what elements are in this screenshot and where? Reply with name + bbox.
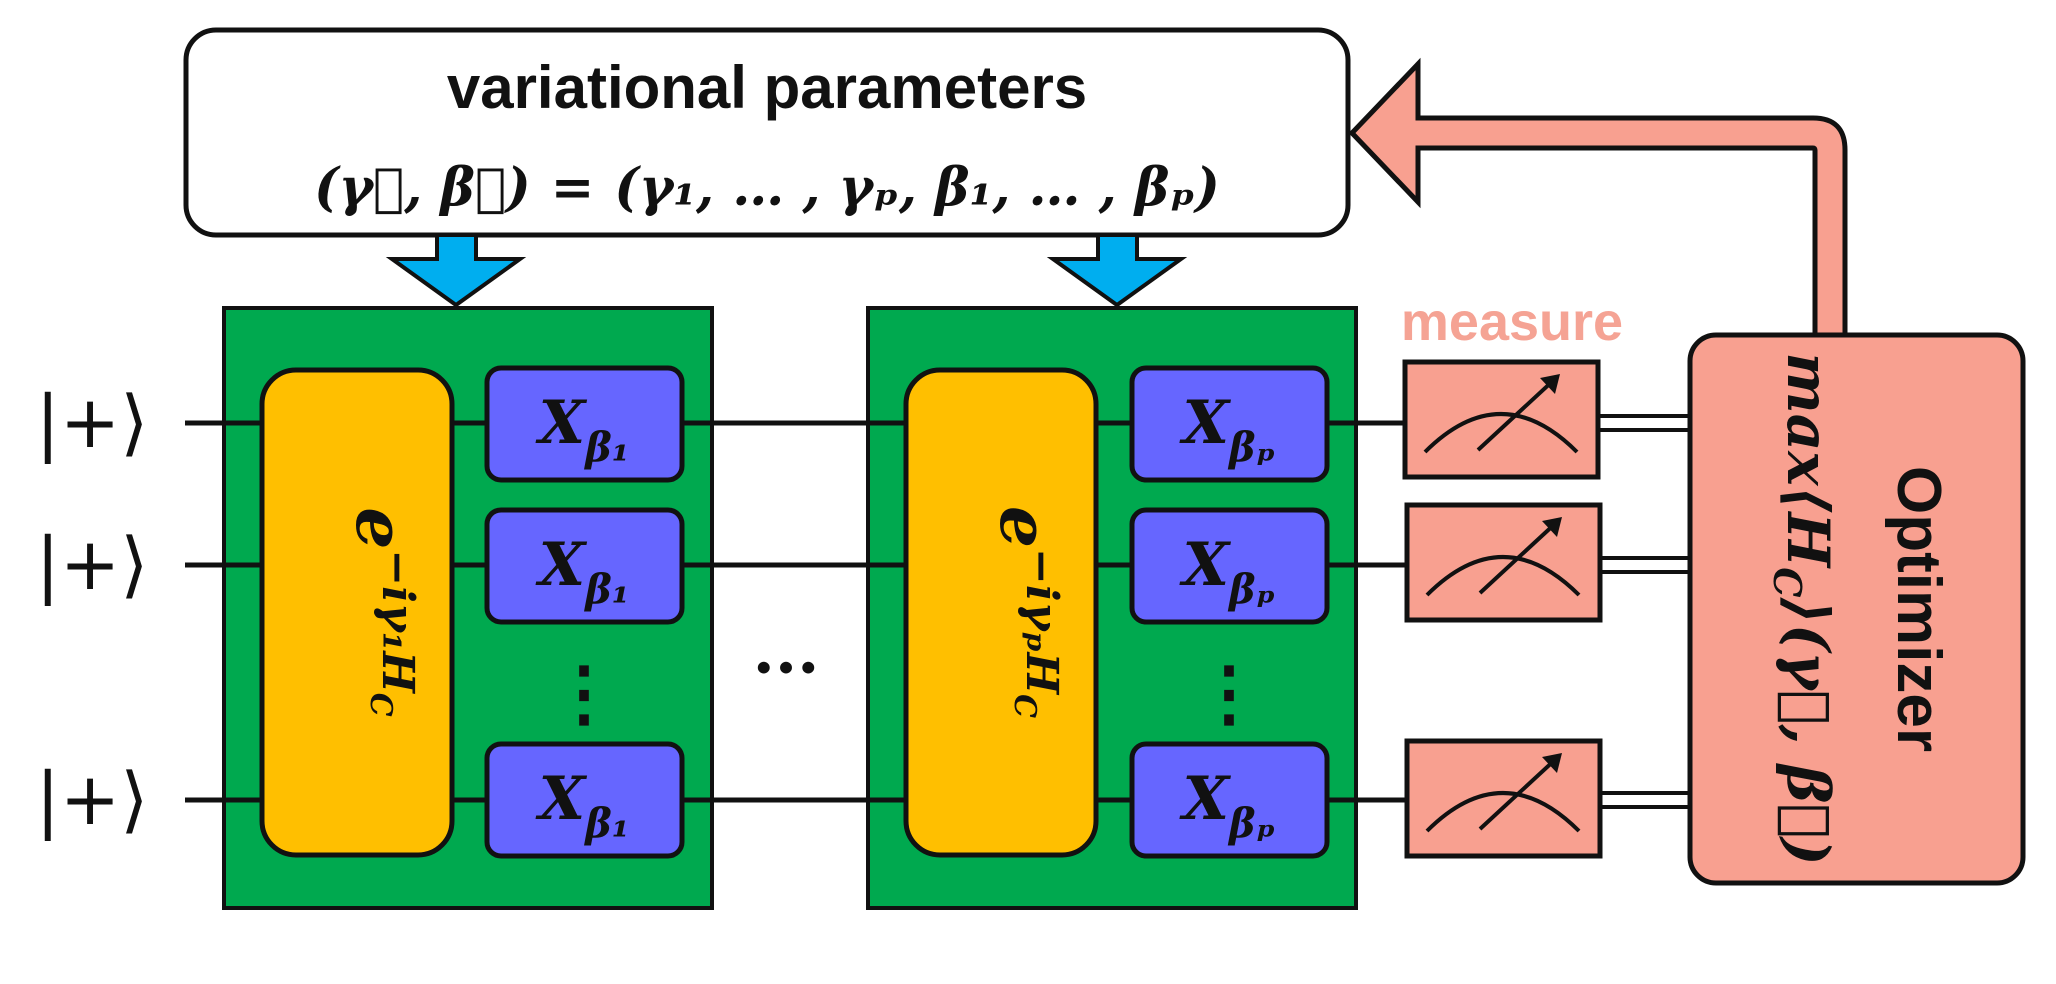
qubit-label-3: |+⟩	[36, 757, 149, 842]
mixer-1-vdots: ⋮	[548, 650, 620, 735]
measure-label: measure	[1401, 292, 1623, 352]
measure-gate-2	[1404, 502, 1603, 623]
between-layers-dots: ···	[753, 631, 820, 706]
parameters-title: variational parameters	[447, 54, 1087, 121]
param-arrow-layerp	[1046, 233, 1188, 308]
mixer-p-vdots: ⋮	[1193, 650, 1265, 735]
phase-separator-p	[903, 367, 1099, 858]
phase-separator-1-label: e−iγ₁HC	[341, 507, 423, 716]
optimizer-title: Optimizer	[1884, 466, 1953, 752]
phase-separator-1	[259, 367, 455, 858]
param-arrow-layer1	[385, 233, 527, 308]
qubit-label-2: |+⟩	[36, 522, 149, 607]
optimizer-box	[1687, 332, 2026, 886]
layer-p: e−iγₚHC Xβₚ Xβₚ ⋮ Xβₚ	[866, 306, 1358, 910]
mixer-1-q1-label: Xβ₁	[535, 388, 630, 471]
feedback-arrow-body	[1348, 57, 1848, 345]
qubit-label-1: |+⟩	[36, 380, 149, 465]
parameters-formula: (γ⃗, β⃗) = (γ₁, … , γₚ, β₁, … , βₚ)	[314, 157, 1220, 218]
mixer-1-q2-label: Xβ₁	[535, 530, 630, 613]
mixer-p-q3-label: Xβₚ	[1178, 764, 1275, 847]
mixer-1-q2	[484, 507, 685, 625]
mixer-1-q3	[484, 741, 685, 859]
classical-wires	[1598, 414, 1690, 809]
layer-1: e−iγ₁HC Xβ₁ Xβ₁ ⋮ Xβ₁	[222, 306, 714, 910]
parameters-box	[183, 27, 1351, 238]
phase-separator-p-label: e−iγₚHC	[985, 506, 1067, 718]
mixer-p-q1-label: Xβₚ	[1178, 388, 1275, 471]
mixer-p-q3	[1129, 741, 1330, 859]
measure-gate-1	[1402, 359, 1601, 480]
mixer-p-q2	[1129, 507, 1330, 625]
mixer-1-q1	[484, 365, 685, 483]
mixer-p-q2-label: Xβₚ	[1178, 530, 1275, 613]
measure-gate-3	[1404, 738, 1603, 859]
optimizer-expression: max⟨HC⟩(γ⃗, β⃗)	[1765, 352, 1842, 865]
mixer-1-q3-label: Xβ₁	[535, 764, 630, 847]
mixer-p-q1	[1129, 365, 1330, 483]
